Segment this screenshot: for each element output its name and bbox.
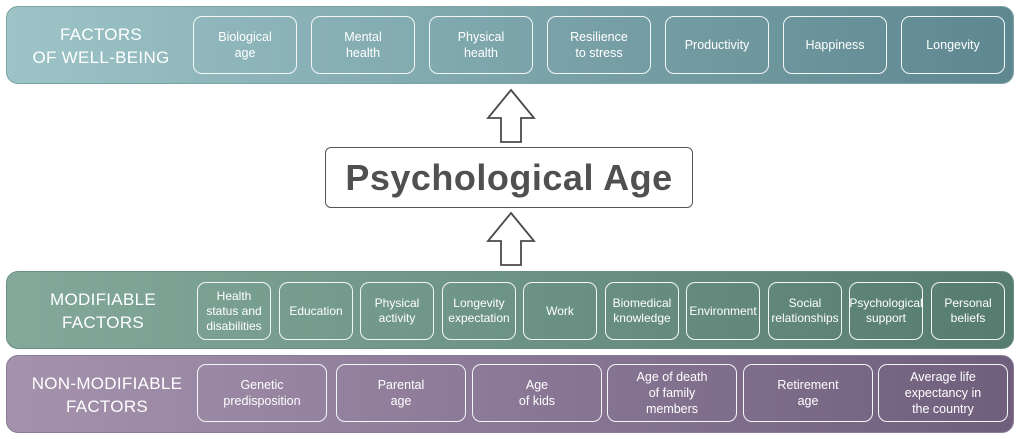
- factor-work: Work: [523, 282, 597, 340]
- modifiable-band: MODIFIABLE FACTORS Health status and dis…: [6, 271, 1014, 349]
- psychological-age-box: Psychological Age: [325, 147, 693, 208]
- factor-age-of-death-family: Age of death of family members: [607, 364, 737, 422]
- factor-genetic-predisposition: Genetic predisposition: [197, 364, 327, 422]
- modifiable-title: MODIFIABLE FACTORS: [50, 290, 156, 332]
- factor-psychological-support: Psychological support: [849, 282, 923, 340]
- factor-productivity: Productivity: [665, 16, 769, 74]
- factor-social-relationships: Social relationships: [768, 282, 842, 340]
- up-arrow-top-icon: [486, 88, 536, 143]
- factor-age-of-kids: Age of kids: [472, 364, 602, 422]
- up-arrow-bottom-icon: [486, 211, 536, 266]
- factor-biomedical-knowledge: Biomedical knowledge: [605, 282, 679, 340]
- factor-mental-health: Mental health: [311, 16, 415, 74]
- factor-happiness: Happiness: [783, 16, 887, 74]
- factor-environment: Environment: [686, 282, 760, 340]
- factor-parental-age: Parental age: [336, 364, 466, 422]
- factor-education: Education: [279, 282, 353, 340]
- factor-resilience-to-stress: Resilience to stress: [547, 16, 651, 74]
- factor-health-status: Health status and disabilities: [197, 282, 271, 340]
- factor-biological-age: Biological age: [193, 16, 297, 74]
- factor-retirement-age: Retirement age: [743, 364, 873, 422]
- factor-personal-beliefs: Personal beliefs: [931, 282, 1005, 340]
- factor-physical-activity: Physical activity: [360, 282, 434, 340]
- wellbeing-title: FACTORS OF WELL-BEING: [32, 25, 170, 67]
- factor-longevity: Longevity: [901, 16, 1005, 74]
- factor-physical-health: Physical health: [429, 16, 533, 74]
- factor-average-life-expectancy: Average life expectancy in the country: [878, 364, 1008, 422]
- nonmodifiable-band: NON-MODIFIABLE FACTORS Genetic predispos…: [6, 355, 1014, 433]
- nonmodifiable-title: NON-MODIFIABLE FACTORS: [31, 374, 183, 416]
- factor-longevity-expectation: Longevity expectation: [442, 282, 516, 340]
- wellbeing-band: FACTORS OF WELL-BEING Biological age Men…: [6, 6, 1014, 84]
